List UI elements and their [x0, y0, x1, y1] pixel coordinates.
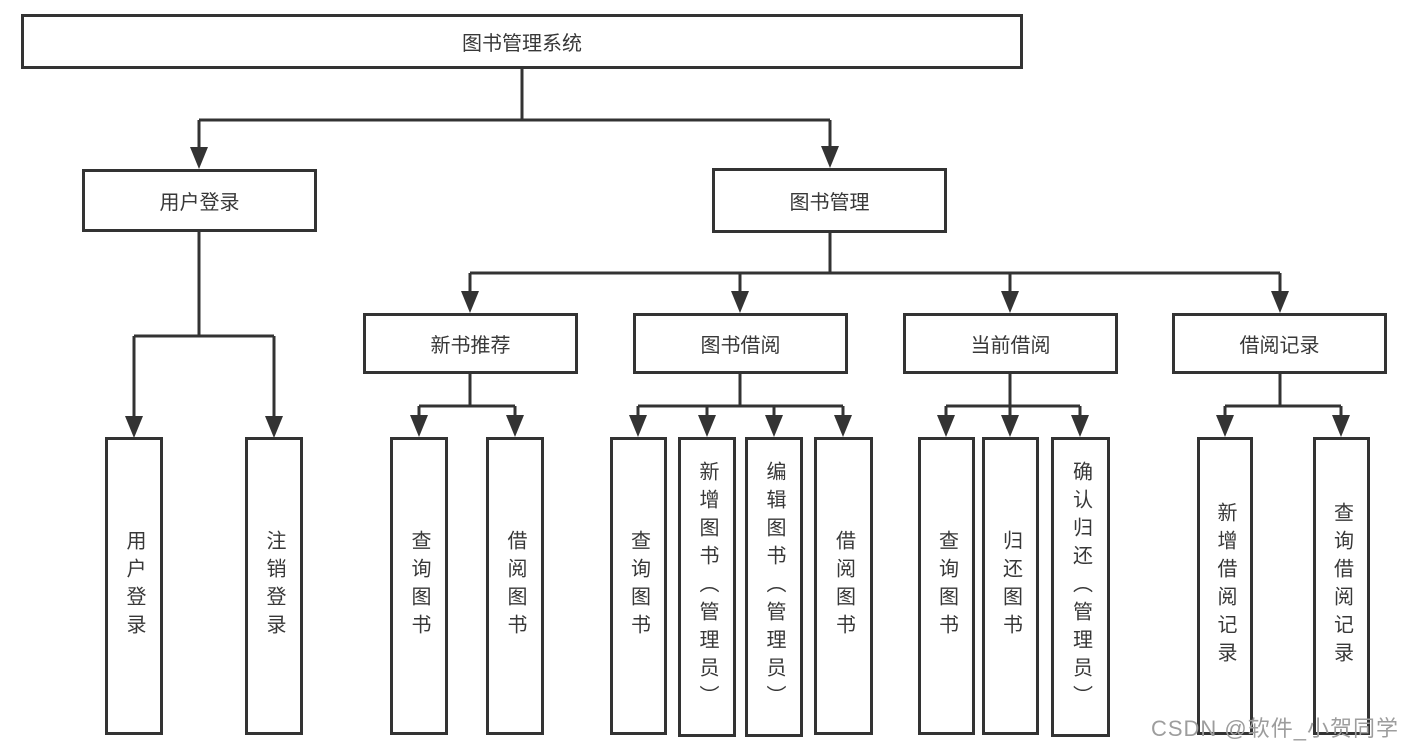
node-leaf-query-books-borrow: 查询图书: [610, 437, 667, 735]
node-leaf-logout: 注销登录: [245, 437, 303, 735]
node-label: 新增借阅记录: [1214, 502, 1236, 670]
node-label: 编辑图书（管理员）: [763, 461, 785, 713]
node-user-login-branch: 用户登录: [82, 169, 317, 232]
node-book-management-branch: 图书管理: [712, 168, 947, 233]
node-label: 借阅图书: [832, 530, 855, 642]
node-book-borrowing: 图书借阅: [633, 313, 848, 374]
node-leaf-query-books-current: 查询图书: [918, 437, 975, 735]
node-label: 确认归还（管理员）: [1069, 461, 1092, 713]
node-leaf-borrow-books-newbook: 借阅图书: [486, 437, 544, 735]
node-library-management-system: 图书管理系统: [21, 14, 1023, 69]
node-label: 用户登录: [123, 530, 145, 642]
node-label: 查询图书: [627, 530, 650, 642]
node-label: 归还图书: [999, 530, 1022, 642]
node-leaf-add-borrow-record: 新增借阅记录: [1197, 437, 1253, 735]
arrowheads: [125, 146, 1350, 438]
csdn-watermark: CSDN @软件_小贺同学: [1150, 716, 1399, 741]
node-leaf-borrow-books: 借阅图书: [814, 437, 873, 735]
node-leaf-add-books-admin: 新增图书（管理员）: [678, 437, 736, 737]
node-borrowing-records: 借阅记录: [1172, 313, 1387, 374]
node-label: 图书管理系统: [462, 33, 582, 55]
node-leaf-user-login: 用户登录: [105, 437, 163, 735]
node-new-book-recommendation: 新书推荐: [363, 313, 578, 374]
node-leaf-edit-books-admin: 编辑图书（管理员）: [745, 437, 803, 737]
node-label: 查询图书: [408, 530, 430, 642]
node-leaf-query-books-newbook: 查询图书: [390, 437, 448, 735]
node-leaf-confirm-return-admin: 确认归还（管理员）: [1051, 437, 1110, 737]
node-label: 新书推荐: [430, 335, 511, 357]
node-label: 当前借阅: [970, 335, 1051, 357]
node-label: 借阅图书: [504, 530, 526, 642]
node-label: 查询借阅记录: [1330, 502, 1353, 670]
node-leaf-return-books: 归还图书: [982, 437, 1039, 735]
node-label: 注销登录: [263, 530, 285, 642]
node-label: 借阅记录: [1239, 335, 1320, 357]
node-current-borrowing: 当前借阅: [903, 313, 1118, 374]
node-label: 查询图书: [935, 530, 958, 642]
node-label: 用户登录: [159, 192, 240, 214]
node-leaf-query-borrow-record: 查询借阅记录: [1313, 437, 1370, 735]
node-label: 新增图书（管理员）: [696, 461, 718, 713]
node-label: 图书借阅: [700, 335, 781, 357]
node-label: 图书管理: [789, 192, 870, 214]
